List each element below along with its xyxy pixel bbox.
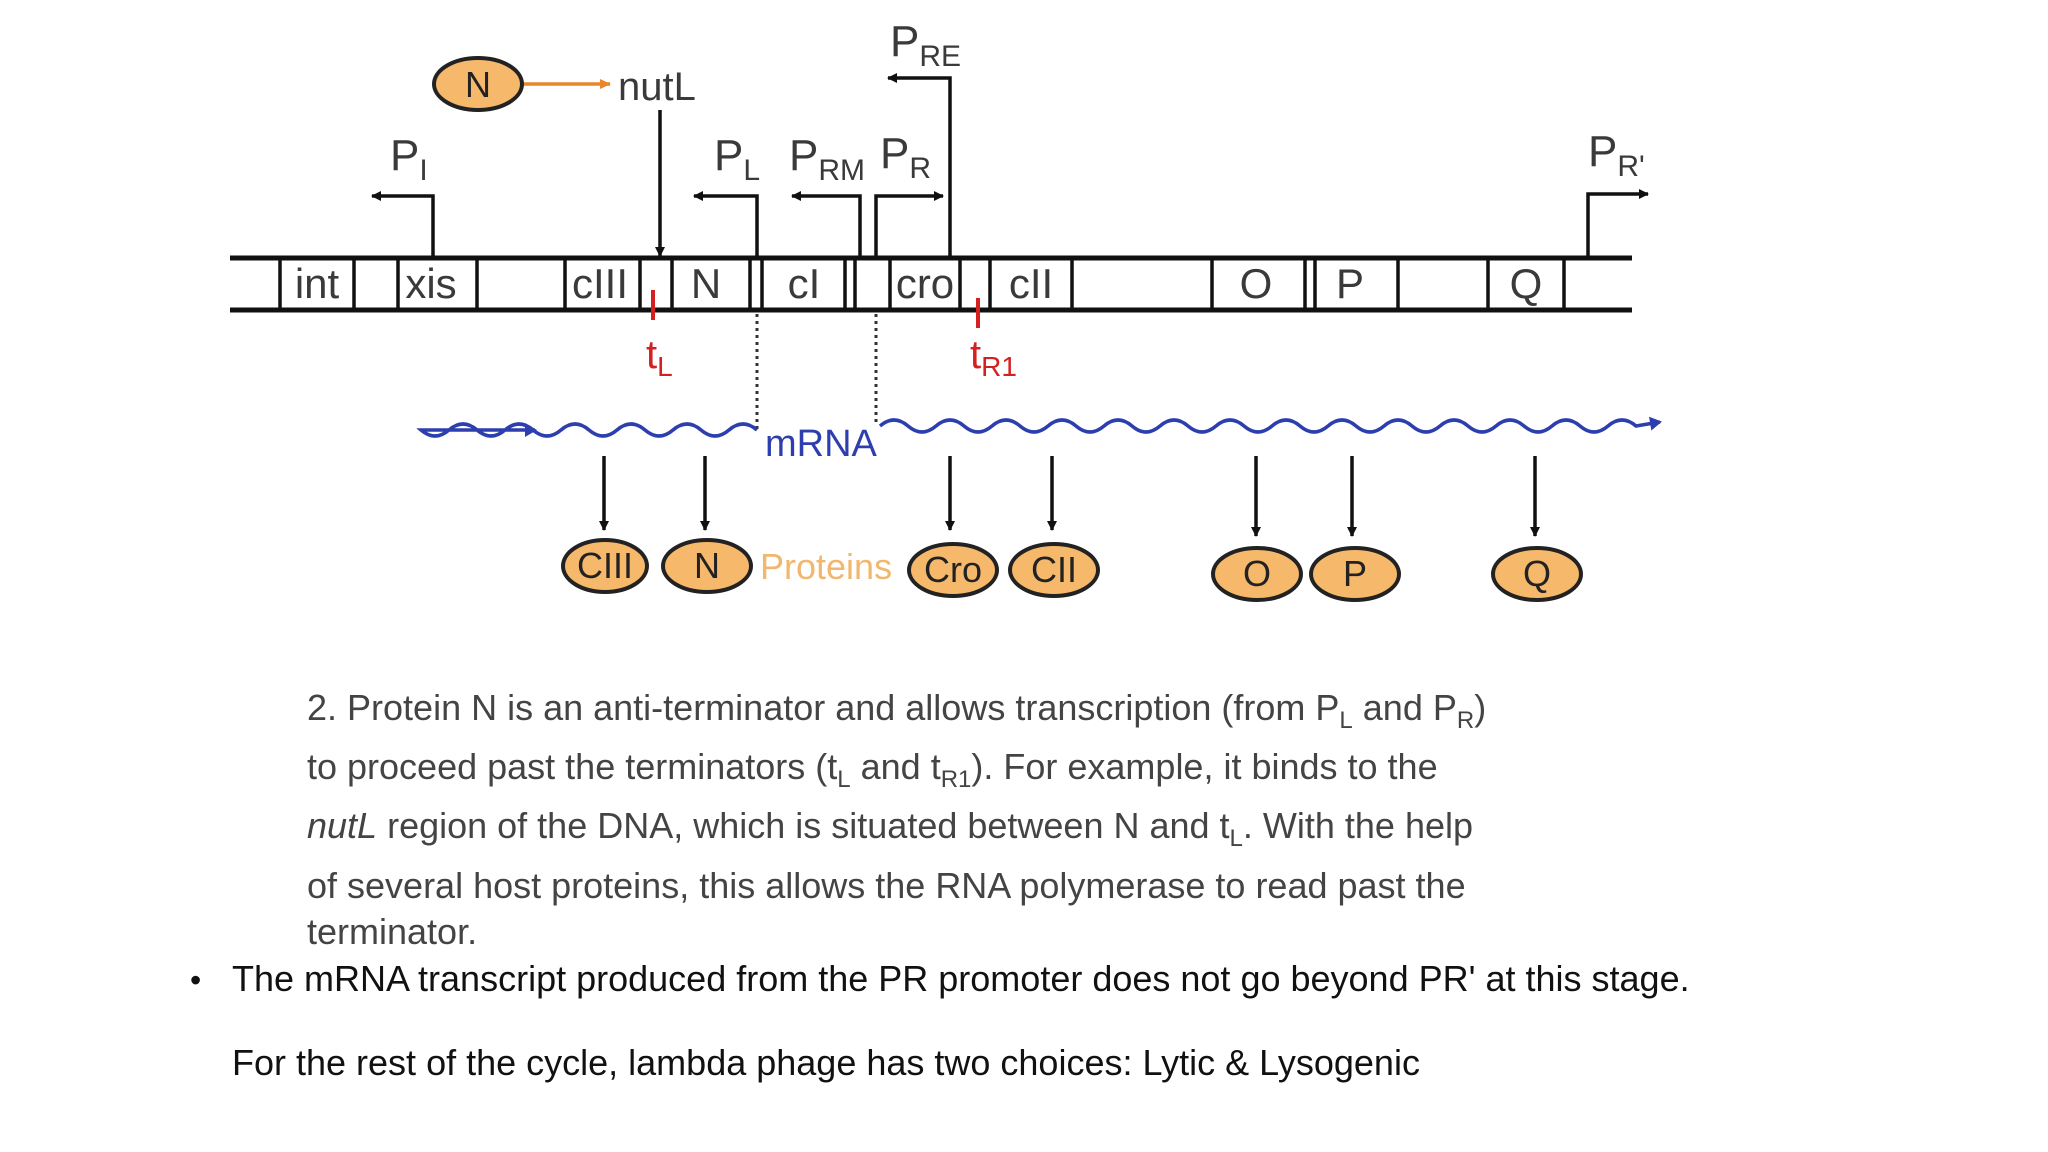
- promoter-prprime-arrow: [1586, 189, 1649, 258]
- caption-line-4: of several host proteins, this allows th…: [307, 864, 1466, 906]
- promoter-prprime-label: PR': [1588, 127, 1645, 183]
- mrna-label: mRNA: [765, 423, 878, 465]
- promoter-pi-label: PI: [390, 131, 428, 187]
- promoter-pl-arrow: [693, 191, 759, 258]
- protein-n-oval: [661, 538, 753, 594]
- protein-o-label: O: [1243, 553, 1271, 594]
- protein-ciii-oval: [561, 538, 649, 594]
- caption-line-2: to proceed past the terminators (tL and …: [307, 746, 1438, 794]
- gene-cii: cII: [1009, 260, 1053, 307]
- gene-q: Q: [1510, 260, 1543, 307]
- gene-cro: cro: [896, 260, 954, 307]
- bullet-item: • The mRNA transcript produced from the …: [190, 958, 1690, 1000]
- dna-strand: [230, 255, 1632, 313]
- protein-o-oval: [1211, 546, 1303, 602]
- caption-line-5: terminator.: [307, 910, 478, 952]
- protein-p-oval: [1309, 546, 1401, 602]
- n-protein-oval: [432, 56, 524, 112]
- promoter-pl-label: PL: [714, 131, 760, 187]
- gene-ci: cI: [788, 260, 821, 307]
- n-protein-label: N: [465, 64, 491, 105]
- gene-int: int: [295, 260, 340, 307]
- protein-q-label: Q: [1523, 553, 1551, 594]
- followup-text: For the rest of the cycle, lambda phage …: [232, 1042, 1420, 1083]
- protein-q-oval: [1491, 546, 1583, 602]
- protein-cro-oval: [907, 542, 999, 598]
- protein-p-label: P: [1343, 553, 1367, 594]
- gene-o: O: [1240, 260, 1273, 307]
- mrna-rightward-wave: [878, 416, 1662, 434]
- terminator-tl-label: tL: [646, 333, 673, 382]
- terminator-tr1-label: tR1: [970, 333, 1017, 382]
- gene-xis: xis: [405, 260, 456, 307]
- promoter-pr-arrow: [874, 191, 944, 258]
- protein-ciii-label: CIII: [577, 545, 633, 586]
- bullet-text: The mRNA transcript produced from the PR…: [232, 958, 1690, 999]
- nutl-label: nutL: [618, 65, 696, 109]
- gene-ciii: cIII: [572, 260, 628, 307]
- promoter-prm-label: PRM: [789, 131, 865, 187]
- protein-cii-label: CII: [1031, 549, 1077, 590]
- protein-cro-label: Cro: [924, 549, 982, 590]
- promoter-pi-arrow: [371, 191, 435, 258]
- gene-n: N: [691, 260, 721, 307]
- proteins-label: Proteins: [760, 546, 892, 587]
- promoter-pre-label: PRE: [890, 17, 961, 73]
- promoter-prm-arrow: [791, 191, 862, 258]
- promoter-pr-label: PR: [880, 129, 931, 185]
- caption-line-3: nutL region of the DNA, which is situate…: [307, 805, 1474, 853]
- bullet-list: • The mRNA transcript produced from the …: [190, 958, 1690, 1000]
- protein-n-label: N: [694, 545, 720, 586]
- diagram-caption: 2. Protein N is an anti-terminator and a…: [307, 685, 1607, 955]
- protein-cii-oval: [1008, 542, 1100, 598]
- gene-p: P: [1336, 260, 1364, 307]
- bullet-symbol: •: [190, 962, 202, 998]
- promoter-pre-arrow: [887, 73, 952, 258]
- caption-line-1: 2. Protein N is an anti-terminator and a…: [307, 687, 1487, 735]
- mrna-leftward-wave: [416, 422, 759, 438]
